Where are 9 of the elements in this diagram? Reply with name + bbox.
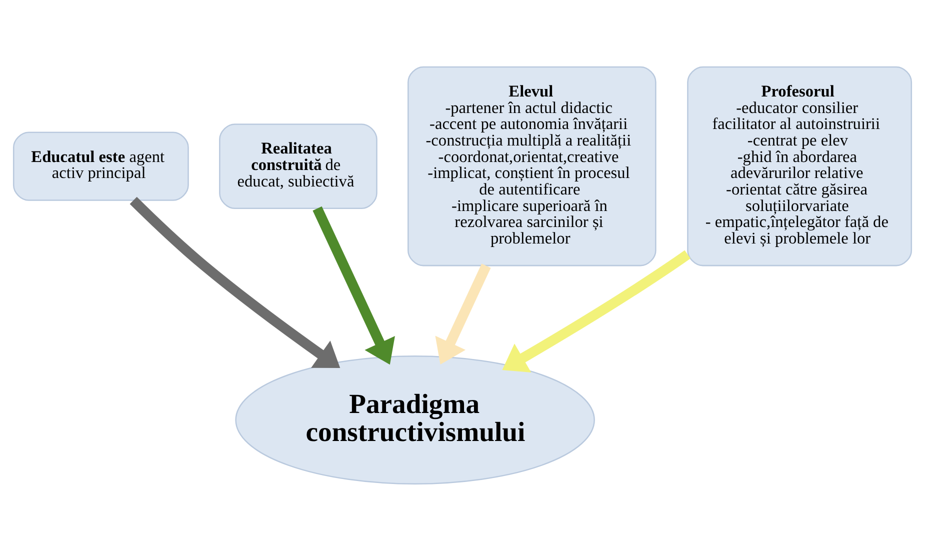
arrow [130,196,340,368]
node-box: Realitatea construită de educat, subiectivă [219,124,378,210]
node-ellipse: Paradigma constructivismului [235,356,595,484]
node-box: Educatul este agent activ principal [12,132,189,201]
arrow [312,206,395,365]
node-box: Elevul -partener în actul didactic -accent pe autonomia învățarii -construcția multiplă a realității -coordonat,orientat,creative -implicat, conștient în procesul de autentificare -implicare superioară în rezolvarea sarcinilor și problemelor [408,66,656,266]
arrow [435,264,491,364]
node-box: Profesorul -educator consilier facilitator al autoinstruirii -centrat pe elev -ghid în abordarea adevărurilor relative -orientat către găsirea soluțiilorvariate - empatic,înțelegător față de elevi și problemele lor [687,66,912,266]
arrow [502,250,690,372]
